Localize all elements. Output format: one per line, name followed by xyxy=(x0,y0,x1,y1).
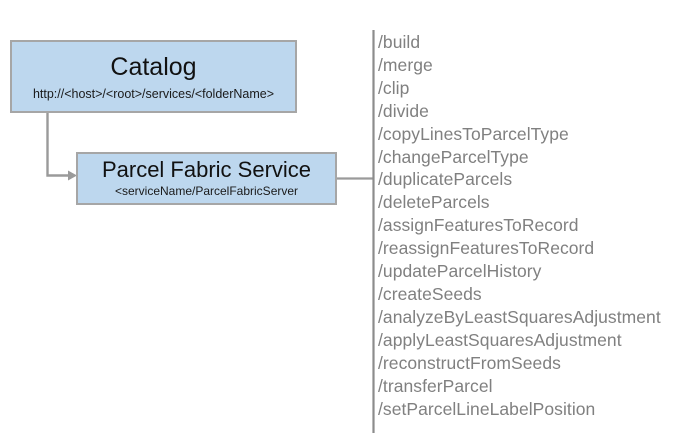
node-parcel-fabric-service-subtitle: <serviceName/ParcelFabricServer xyxy=(114,184,299,199)
operation-item: /reassignFeaturesToRecord xyxy=(378,238,595,259)
operation-item: /build xyxy=(378,32,421,52)
operation-item: /deleteParcels xyxy=(378,192,490,213)
operation-item: /reconstructFromSeeds xyxy=(378,352,561,373)
operation-item: /duplicateParcels xyxy=(378,169,513,190)
operation-item: /setParcelLineLabelPosition xyxy=(378,398,596,419)
connector-catalog-to-service xyxy=(46,113,68,177)
operation-item: /applyLeastSquaresAdjustment xyxy=(378,329,622,350)
operation-item: /clip xyxy=(378,77,410,98)
operation-item: /divide xyxy=(378,100,429,121)
operation-item: /merge xyxy=(378,54,433,75)
node-parcel-fabric-service-title: Parcel Fabric Service xyxy=(101,157,312,182)
operation-item: /updateParcelHistory xyxy=(378,261,542,282)
node-catalog-subtitle: http://<host>/<root>/services/<folderNam… xyxy=(32,86,275,101)
operation-item: /copyLinesToParcelType xyxy=(378,123,569,144)
operations-list: /build/merge/clip/divide/copyLinesToParc… xyxy=(378,31,678,420)
operation-item: /analyzeByLeastSquaresAdjustment xyxy=(378,306,661,327)
node-catalog-title: Catalog xyxy=(110,53,197,82)
operation-item: /transferParcel xyxy=(378,375,493,396)
operation-item: /assignFeaturesToRecord xyxy=(378,215,579,236)
operation-item: /createSeeds xyxy=(378,283,482,304)
node-parcel-fabric-service: Parcel Fabric Service <serviceName/Parce… xyxy=(76,152,337,205)
operation-item: /changeParcelType xyxy=(378,146,529,167)
node-catalog: Catalog http://<host>/<root>/services/<f… xyxy=(10,40,297,113)
